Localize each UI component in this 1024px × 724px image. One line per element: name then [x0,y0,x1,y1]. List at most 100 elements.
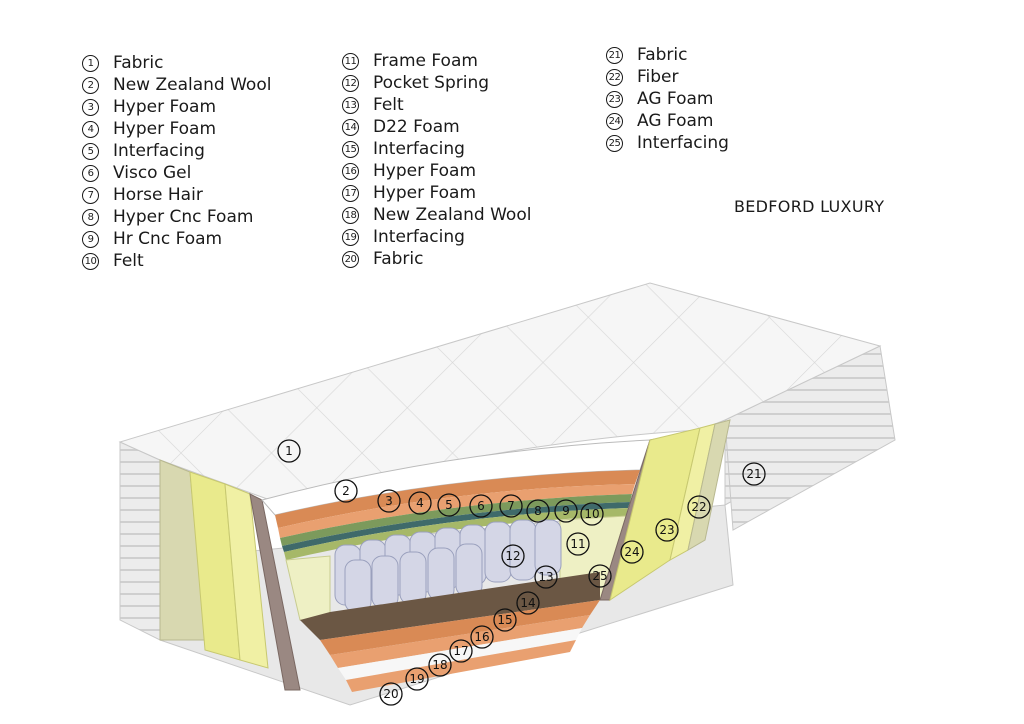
legend-label: Hyper Foam [113,119,217,139]
legend-number: 20 [342,250,359,268]
callout-marker: 14 [516,591,540,615]
legend-number: 24 [606,112,623,130]
callout-marker: 3 [377,489,401,513]
callout-marker: 22 [687,495,711,519]
legend-item: 25 Interfacing [606,132,729,154]
callout-marker: 13 [534,565,558,589]
callout-marker: 9 [554,499,578,523]
legend-number: 25 [606,134,623,152]
legend-number: 15 [342,140,359,158]
callout-number: 22 [691,500,706,514]
callout-number: 1 [285,444,293,458]
legend-label: Fabric [637,45,688,65]
callout-number: 4 [416,496,424,510]
callout-number: 16 [474,630,489,644]
callout-number: 3 [385,494,393,508]
legend-number: 22 [606,68,623,86]
callout-marker: 15 [493,608,517,632]
callout-number: 20 [383,687,398,701]
callout-number: 8 [534,504,542,518]
legend-number: 12 [342,74,359,92]
mattress-left-end [119,441,161,641]
legend-number: 8 [82,208,99,226]
legend-number: 9 [82,230,99,248]
legend-label: Felt [113,251,144,271]
legend-item: 9 Hr Cnc Foam [82,228,271,250]
legend-number: 3 [82,98,99,116]
legend-label: Pocket Spring [373,73,490,93]
callout-marker: 6 [469,494,493,518]
legend-number: 5 [82,142,99,160]
legend-label: Hyper Foam [113,97,217,117]
legend-label: Frame Foam [373,51,478,71]
pocket-springs [334,519,562,613]
callout-number: 10 [584,507,599,521]
legend-item: 3 Hyper Foam [82,96,271,118]
callout-number: 9 [562,504,570,518]
callout-number: 12 [505,549,520,563]
callout-marker: 21 [742,462,766,486]
legend-label: Horse Hair [113,185,203,205]
felt-base [300,572,600,640]
legend-item: 17 Hyper Foam [342,182,531,204]
legend-item: 12 Pocket Spring [342,72,531,94]
callout-number: 17 [453,644,468,658]
legend-number: 18 [342,206,359,224]
callout-marker: 11 [566,532,590,556]
legend-number: 7 [82,186,99,204]
callout-marker: 20 [379,682,403,706]
callout-number: 19 [409,672,424,686]
legend-label: AG Foam [637,89,714,109]
callout-marker: 2 [334,479,358,503]
legend-item: 7 Horse Hair [82,184,271,206]
callout-marker: 18 [428,653,452,677]
legend-number: 4 [82,120,99,138]
legend-label: Fiber [637,67,679,87]
legend-label: AG Foam [637,111,714,131]
legend-label: New Zealand Wool [373,205,532,225]
callout-marker: 17 [449,639,473,663]
callout-marker: 7 [499,494,523,518]
callout-number: 23 [659,523,674,537]
callout-marker: 1 [277,439,301,463]
callout-marker: 12 [501,544,525,568]
legend-item: 20 Fabric [342,248,531,270]
callout-number: 11 [570,537,585,551]
legend-label: Interfacing [637,133,729,153]
callout-number: 7 [507,499,515,513]
legend-label: Hyper Foam [373,183,477,203]
legend-label: Hr Cnc Foam [113,229,223,249]
callout-number: 5 [445,498,453,512]
legend-number: 23 [606,90,623,108]
legend-item: 10 Felt [82,250,271,272]
legend-label: Hyper Cnc Foam [113,207,254,227]
legend-label: Fabric [373,249,424,269]
legend-number: 17 [342,184,359,202]
legend-label: D22 Foam [373,117,460,137]
callout-number: 14 [520,596,535,610]
legend-number: 14 [342,118,359,136]
legend-label: Hyper Foam [373,161,477,181]
legend-label: New Zealand Wool [113,75,272,95]
legend-item: 24 AG Foam [606,110,729,132]
callout-number: 13 [538,570,553,584]
callout-marker: 5 [437,493,461,517]
legend-label: Visco Gel [113,163,192,183]
callout-number: 24 [624,545,639,559]
legend-number: 2 [82,76,99,94]
legend-item: 14 D22 Foam [342,116,531,138]
callout-number: 15 [497,613,512,627]
legend-item: 2 New Zealand Wool [82,74,271,96]
legend-item: 22 Fiber [606,66,729,88]
legend-number: 10 [82,252,99,270]
callout-marker: 25 [588,564,612,588]
